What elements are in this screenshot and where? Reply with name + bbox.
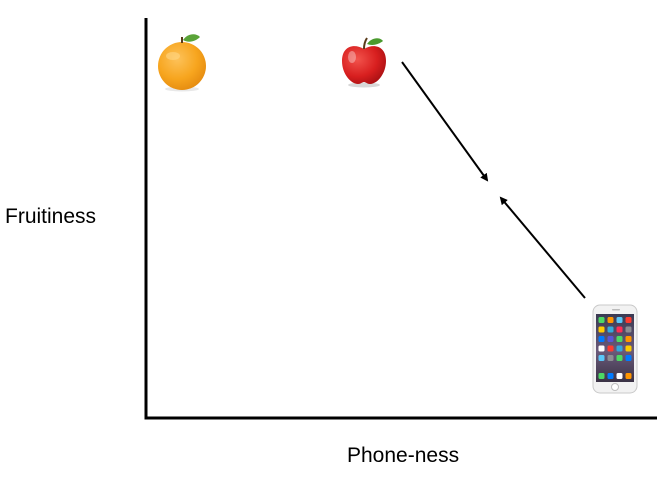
app-icon <box>598 345 605 352</box>
app-icon <box>616 345 623 352</box>
dock-app-icon <box>598 373 605 379</box>
app-icon <box>607 345 614 352</box>
orange-icon <box>158 34 206 92</box>
x-axis-label: Phone-ness <box>347 444 460 467</box>
arrow-from-phone <box>499 196 586 299</box>
app-icon <box>598 336 605 342</box>
app-icon <box>625 336 632 342</box>
arrow-from-apple <box>401 61 489 182</box>
app-icon <box>598 317 605 323</box>
app-icon <box>625 317 632 323</box>
app-icon <box>598 355 605 361</box>
app-icon <box>598 326 605 333</box>
app-icon <box>607 336 614 342</box>
dock-app-icon <box>625 373 632 379</box>
app-icon <box>625 355 632 361</box>
y-axis-label: Fruitiness <box>5 205 97 228</box>
app-icon <box>607 355 614 361</box>
app-icon <box>607 326 614 333</box>
app-icon <box>607 317 614 323</box>
app-icon <box>616 326 623 333</box>
dock-app-icon <box>607 373 614 379</box>
app-icon <box>616 317 623 323</box>
apple-icon <box>342 37 386 88</box>
dock-app-icon <box>616 373 623 379</box>
app-icon <box>616 355 623 361</box>
app-icon <box>625 326 632 333</box>
app-icon <box>625 345 632 352</box>
smartphone-icon <box>592 304 638 394</box>
app-icon <box>616 336 623 342</box>
